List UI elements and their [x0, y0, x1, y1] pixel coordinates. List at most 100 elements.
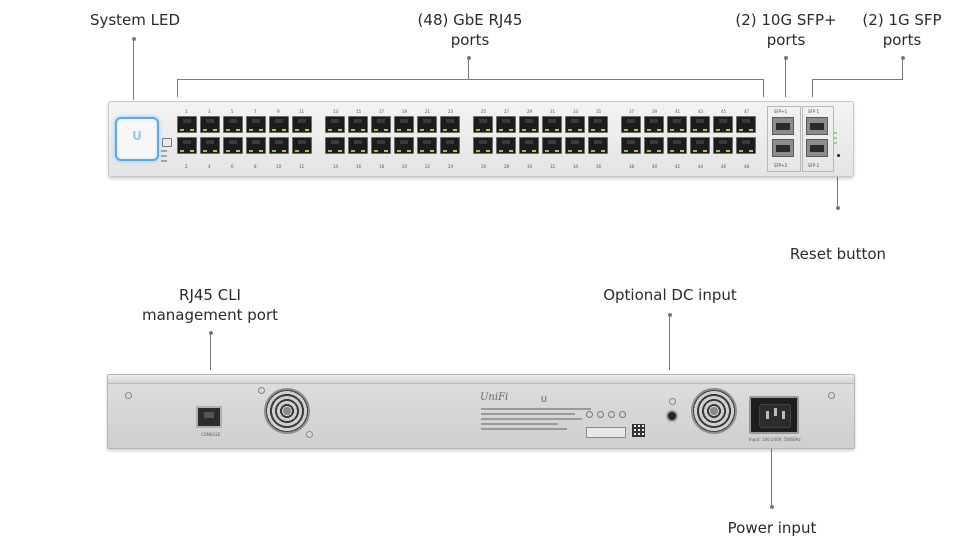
rj45-port[interactable] [736, 137, 756, 154]
rj45-port[interactable] [223, 137, 243, 154]
rj45-port-group-4 [621, 116, 756, 154]
leader-dot-reset [836, 206, 840, 210]
rj45-port[interactable] [588, 137, 608, 154]
unifi-brand-label: UniFi [480, 392, 509, 403]
rj45-port[interactable] [690, 137, 710, 154]
leader-sfp-horizontal [812, 79, 903, 80]
leader-cli [210, 334, 211, 370]
rj45-port[interactable] [588, 116, 608, 133]
rj45-port[interactable] [713, 137, 733, 154]
ac-power-inlet[interactable] [749, 396, 799, 434]
port-number: 10 [276, 164, 282, 169]
rj45-port[interactable] [417, 137, 437, 154]
rj45-port[interactable] [519, 137, 539, 154]
regulatory-text [481, 408, 591, 433]
rj45-port[interactable] [440, 137, 460, 154]
rj45-port[interactable] [473, 137, 493, 154]
rj45-port[interactable] [621, 137, 641, 154]
rj45-port[interactable] [644, 116, 664, 133]
sfp-plus-port[interactable] [772, 139, 794, 157]
inlet-pin [766, 411, 769, 419]
sfp-plus-1-label: SFP+1 [774, 109, 788, 114]
sfp-port[interactable] [806, 117, 828, 135]
port-number: 12 [299, 164, 305, 169]
rj45-port[interactable] [519, 116, 539, 133]
rj45-port[interactable] [542, 137, 562, 154]
port-number: 40 [652, 164, 658, 169]
rj45-port[interactable] [269, 137, 289, 154]
rj45-port[interactable] [200, 137, 220, 154]
rj45-port[interactable] [348, 116, 368, 133]
rj45-port[interactable] [325, 137, 345, 154]
dc-input-jack[interactable] [666, 410, 678, 422]
leader-dot-system-led [132, 37, 136, 41]
port-number: 37 [629, 109, 635, 114]
callout-dc-input: Optional DC input [603, 286, 737, 304]
leader-sfp-drop [812, 79, 813, 97]
rj45-port[interactable] [621, 116, 641, 133]
port-number: 24 [448, 164, 454, 169]
rj45-port[interactable] [496, 137, 516, 154]
screw-icon [306, 431, 313, 438]
port-number: 8 [254, 164, 257, 169]
rj45-port[interactable] [246, 116, 266, 133]
callout-sfp-plus-ports: (2) 10G SFP+ ports [735, 11, 837, 49]
rj45-port[interactable] [200, 116, 220, 133]
rj45-port[interactable] [542, 116, 562, 133]
rj45-port[interactable] [292, 116, 312, 133]
rj45-port[interactable] [246, 137, 266, 154]
rj45-port[interactable] [690, 116, 710, 133]
rj45-port[interactable] [292, 137, 312, 154]
sfp-1-label: SFP 1 [808, 109, 820, 114]
screw-icon [258, 387, 265, 394]
rj45-console-port[interactable] [196, 406, 222, 428]
rj45-port-group-1 [177, 116, 312, 154]
callout-power-input: Power input [727, 519, 817, 537]
leader-dot-rj45 [467, 56, 471, 60]
port-number: 13 [333, 109, 339, 114]
rj45-port[interactable] [473, 116, 493, 133]
sfp-2-label: SFP 2 [808, 163, 820, 168]
callout-reset-button: Reset button [789, 245, 887, 263]
rj45-port[interactable] [496, 116, 516, 133]
rj45-port[interactable] [371, 116, 391, 133]
rj45-port[interactable] [223, 116, 243, 133]
rj45-port[interactable] [667, 137, 687, 154]
rj45-port[interactable] [177, 116, 197, 133]
system-led-button[interactable]: U [115, 117, 159, 161]
port-number: 19 [402, 109, 408, 114]
sfp-status-leds [833, 132, 845, 147]
rj45-port[interactable] [177, 137, 197, 154]
fan-right-icon [691, 388, 737, 434]
rj45-port[interactable] [644, 137, 664, 154]
port-number: 4 [208, 164, 211, 169]
rj45-port[interactable] [394, 137, 414, 154]
rj45-port[interactable] [565, 116, 585, 133]
callout-sfp-ports: (2) 1G SFP ports [862, 11, 942, 49]
rj45-port[interactable] [325, 116, 345, 133]
rj45-port[interactable] [713, 116, 733, 133]
port-number: 9 [277, 109, 280, 114]
port-number: 21 [425, 109, 431, 114]
sfp-plus-2-label: SFP+2 [774, 163, 788, 168]
sfp-port[interactable] [806, 139, 828, 157]
rj45-port[interactable] [417, 116, 437, 133]
reset-button[interactable] [837, 154, 840, 157]
leader-rj45-left [177, 79, 178, 97]
port-number: 44 [698, 164, 704, 169]
rj45-port[interactable] [371, 137, 391, 154]
rj45-port[interactable] [394, 116, 414, 133]
rj45-port[interactable] [440, 116, 460, 133]
rear-top-lip [108, 375, 854, 384]
screw-icon [828, 392, 835, 399]
rj45-port[interactable] [269, 116, 289, 133]
port-number: 1 [185, 109, 188, 114]
rj45-port[interactable] [736, 116, 756, 133]
rj45-row-top [621, 116, 756, 133]
inlet-pin [782, 411, 785, 419]
rj45-port[interactable] [565, 137, 585, 154]
rj45-port[interactable] [667, 116, 687, 133]
rj45-port-group-3 [473, 116, 608, 154]
sfp-plus-port[interactable] [772, 117, 794, 135]
rj45-port[interactable] [348, 137, 368, 154]
